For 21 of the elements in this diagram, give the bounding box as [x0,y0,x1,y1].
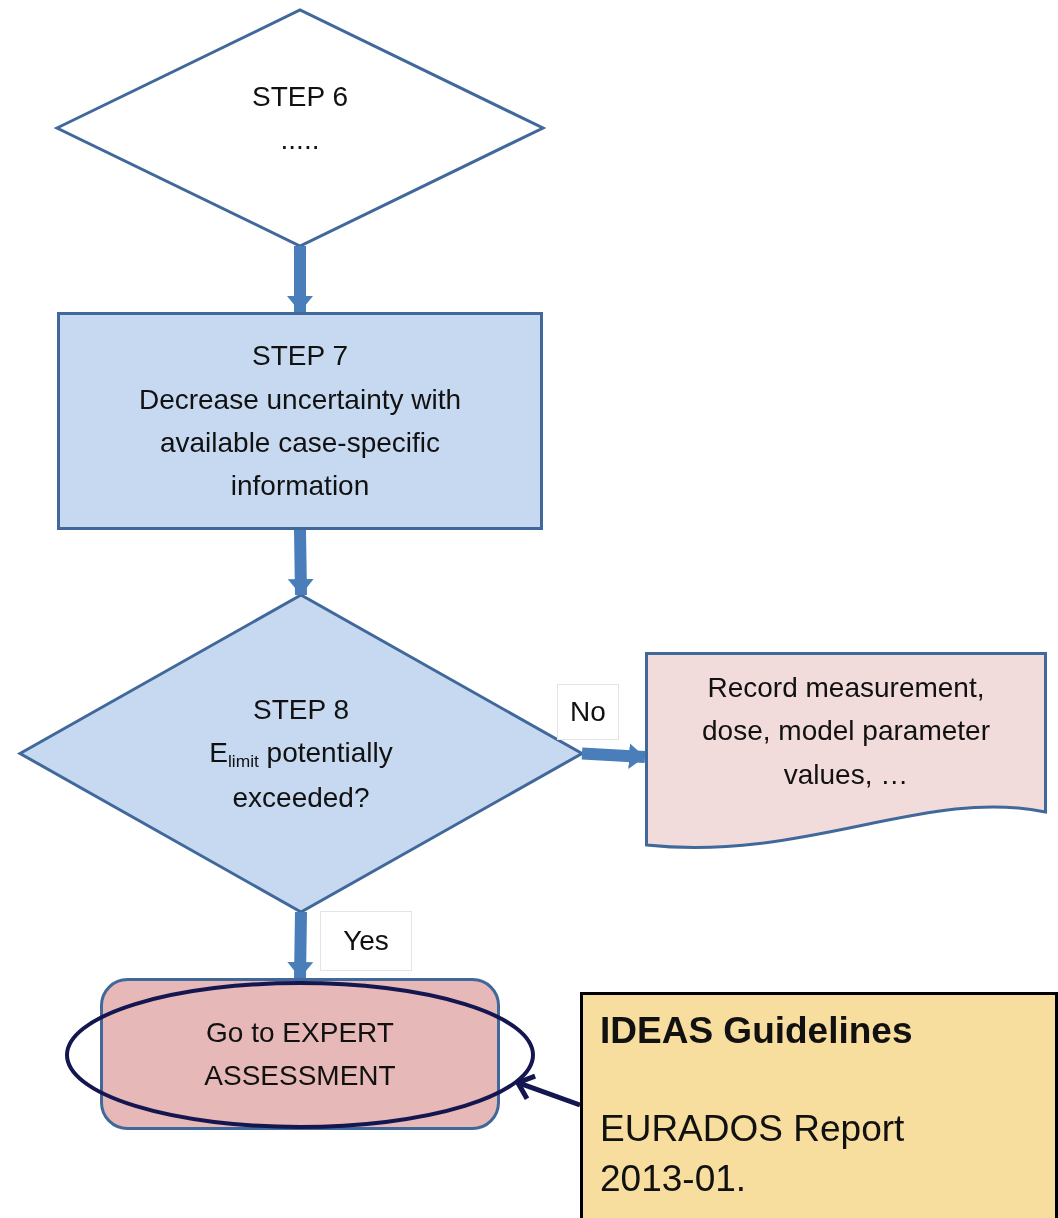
step-heading: STEP 8 [253,693,349,728]
block-arrow [287,911,314,979]
step-heading: STEP 6 [252,79,348,114]
node-text: Record measurement, dose, model parameter values, … [701,671,991,792]
edge-label: Yes [320,911,412,971]
node-text: ..... [280,123,320,157]
node-text: Go to EXPERT ASSESSMENT [203,1015,397,1093]
node-text: Decrease uncertainty with available case-specific information [137,382,463,504]
callout-arrow [515,1073,581,1108]
edge-label: No [557,684,619,740]
node-text: E$_{limit}$ potentially exceeded? [208,736,394,815]
callout-heading: IDEAS Guidelines [600,1009,913,1053]
process-box [57,312,543,530]
highlight-ellipse [65,981,535,1129]
terminal-box [100,978,500,1130]
block-arrow [287,246,313,312]
block-arrow [581,743,646,770]
step-heading: STEP 7 [252,339,348,374]
reference-text: EURADOS Report 2013-01. [600,1106,906,1201]
block-arrow [287,529,314,596]
callout-box [580,992,1058,1218]
